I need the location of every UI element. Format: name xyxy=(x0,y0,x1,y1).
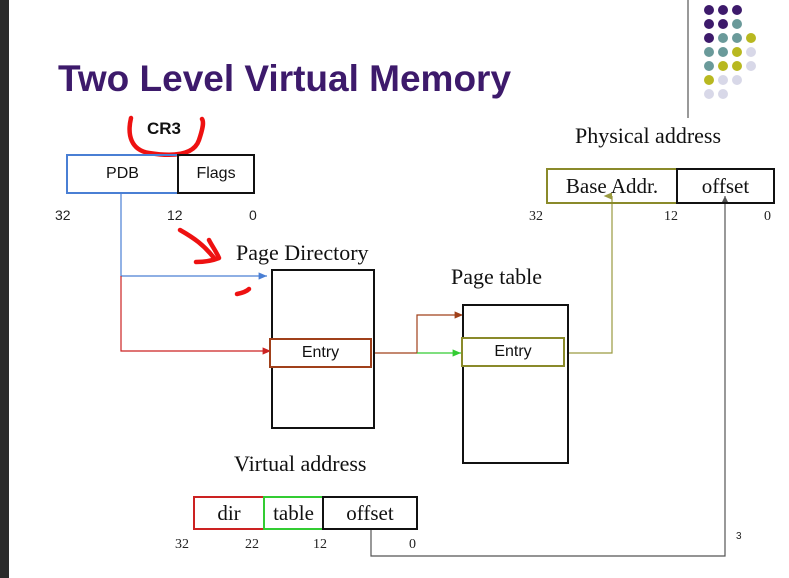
decorative-dot xyxy=(746,33,756,43)
physical-bit-0: 0 xyxy=(764,209,771,224)
decorative-dot xyxy=(704,47,714,57)
physical-address-label: Physical address xyxy=(575,123,722,148)
entry-to-pagetable-arrow xyxy=(373,311,463,354)
decorative-dot xyxy=(704,89,714,99)
decorative-dot xyxy=(718,75,728,85)
decorative-dot xyxy=(732,75,742,85)
dir-field: dir xyxy=(193,496,265,530)
decorative-dot xyxy=(732,61,742,71)
page-title: Two Level Virtual Memory xyxy=(58,58,512,99)
decorative-dot xyxy=(718,47,728,57)
decorative-dot xyxy=(732,47,742,57)
flags-field: Flags xyxy=(177,154,255,194)
page-table-label: Page table xyxy=(451,264,543,289)
pdb-field: PDB xyxy=(66,154,179,194)
annotation-arrow-head xyxy=(193,237,222,265)
decorative-dot xyxy=(704,61,714,71)
cr3-bit-0: 0 xyxy=(249,207,257,223)
entry-to-base-arrow xyxy=(565,192,613,354)
annotation-arrow-stroke xyxy=(177,227,217,261)
physical-offset-field: offset xyxy=(676,168,775,204)
offset-to-offset-line xyxy=(370,196,726,557)
annotation-tick xyxy=(234,286,252,297)
decorative-dot xyxy=(718,19,728,29)
decorative-dot xyxy=(704,75,714,85)
virtual-bit-32: 32 xyxy=(175,537,189,552)
physical-bit-32: 32 xyxy=(529,209,543,224)
annotation-cr3-bracket xyxy=(127,115,206,158)
table-field: table xyxy=(263,496,324,530)
slide: Two Level Virtual Memory xyxy=(9,0,789,578)
decorative-dot xyxy=(718,89,728,99)
page-table-entry: Entry xyxy=(461,337,565,367)
decorative-dot xyxy=(704,33,714,43)
decorative-dot xyxy=(746,47,756,57)
virtual-bit-12: 12 xyxy=(313,537,327,552)
decorative-dot xyxy=(704,19,714,29)
decorative-dot xyxy=(732,33,742,43)
diagram-connectors xyxy=(120,115,729,557)
virtual-address-label: Virtual address xyxy=(234,451,367,476)
slide-number: 3 xyxy=(736,531,742,542)
cr3-bit-32: 32 xyxy=(55,207,71,223)
virtual-offset-field: offset xyxy=(322,496,418,530)
physical-bit-12: 12 xyxy=(664,209,678,224)
virtual-bit-22: 22 xyxy=(245,537,259,552)
base-addr-field: Base Addr. xyxy=(546,168,678,204)
dir-to-entry-arrow xyxy=(120,276,271,355)
decorative-dot xyxy=(746,61,756,71)
decorative-dot xyxy=(718,33,728,43)
decorative-dot xyxy=(704,5,714,15)
decorative-dot xyxy=(732,5,742,15)
virtual-bit-0: 0 xyxy=(409,537,416,552)
cr3-label: CR3 xyxy=(147,119,182,138)
decorative-dot xyxy=(732,19,742,29)
decorative-dots xyxy=(687,0,756,118)
decorative-dot xyxy=(718,5,728,15)
page-directory-entry: Entry xyxy=(269,338,372,368)
page-directory-label: Page Directory xyxy=(236,240,369,265)
page-table-box xyxy=(462,304,569,464)
decorative-dot xyxy=(718,61,728,71)
cr3-bit-12: 12 xyxy=(167,207,183,223)
